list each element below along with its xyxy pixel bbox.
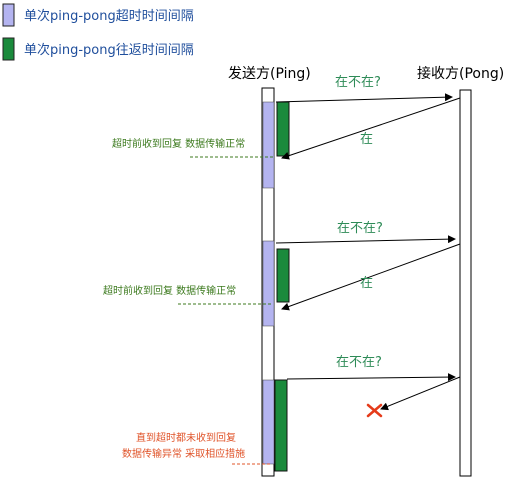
sender-title: 发送方(Ping) — [228, 66, 311, 82]
timeout-bar — [262, 101, 275, 189]
ping-arrow — [286, 373, 456, 382]
legend-roundtrip-swatch — [2, 37, 15, 61]
round-3: 在不在? 直到超时都未收到回复 数据传输异常 采取相应措施 — [122, 355, 461, 472]
note-line-1: 直到超时都未收到回复 — [136, 431, 236, 444]
pong-arrow-lost — [380, 376, 461, 411]
pong-arrow — [281, 243, 461, 311]
receiver-lifeline — [459, 89, 472, 477]
ping-label: 在不在? — [337, 221, 383, 236]
pong-arrow — [281, 97, 461, 160]
roundtrip-bar — [274, 379, 288, 472]
note-line-2: 数据传输异常 采取相应措施 — [122, 447, 245, 460]
ping-arrow — [275, 235, 456, 244]
roundtrip-bar — [276, 101, 290, 157]
note-line: 超时前收到回复 数据传输正常 — [112, 137, 245, 150]
timeout-bar — [262, 240, 275, 327]
ping-arrow — [275, 93, 453, 103]
lost-reply-icon — [366, 403, 383, 418]
pong-label: 在 — [360, 276, 373, 291]
note-line: 超时前收到回复 数据传输正常 — [103, 284, 236, 297]
ping-label: 在不在? — [335, 75, 381, 90]
receiver-title: 接收方(Pong) — [417, 65, 504, 82]
ping-label: 在不在? — [336, 355, 382, 370]
timeout-bar — [262, 379, 275, 465]
legend-timeout-swatch — [2, 3, 15, 27]
pong-label: 在 — [360, 132, 373, 147]
legend: 单次ping-pong超时时间间隔 单次ping-pong往返时间间隔 — [2, 3, 194, 61]
legend-roundtrip-label: 单次ping-pong往返时间间隔 — [24, 42, 194, 58]
round-2: 在不在? 在 超时前收到回复 数据传输正常 — [103, 221, 461, 327]
roundtrip-bar — [276, 248, 290, 303]
legend-timeout-label: 单次ping-pong超时时间间隔 — [24, 8, 194, 24]
round-1: 在不在? 在 超时前收到回复 数据传输正常 — [112, 75, 461, 189]
